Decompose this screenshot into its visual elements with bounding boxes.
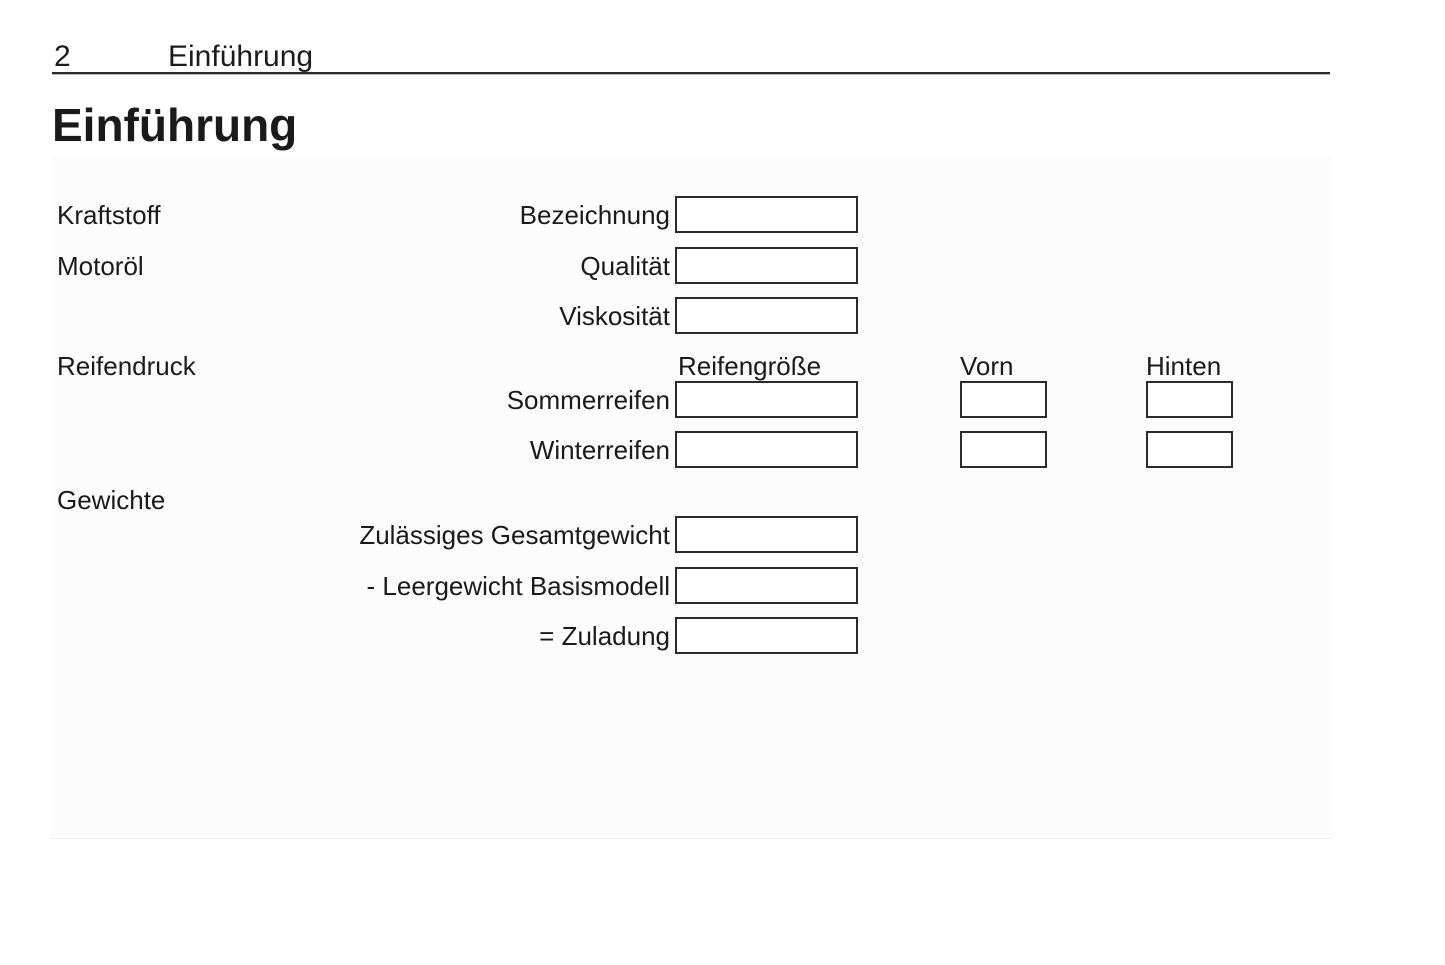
column-header-reifengroesse: Reifengröße [678, 351, 822, 381]
field-label-leergewicht-basismodell: - Leergewicht Basismodell [366, 571, 670, 601]
leergewicht-basismodell-input[interactable] [675, 567, 858, 604]
viskositaet-input[interactable] [675, 297, 858, 334]
field-label-bezeichnung: Bezeichnung [519, 200, 670, 230]
field-label-zuladung: = Zuladung [539, 621, 670, 651]
page-title: Einführung [52, 99, 298, 151]
column-header-hinten: Hinten [1146, 351, 1222, 381]
sommerreifen-hinten-input[interactable] [1146, 381, 1233, 418]
winterreifen-reifengroesse-input[interactable] [675, 431, 858, 468]
header-rule [52, 72, 1330, 75]
section-label-motoroel: Motoröl [57, 251, 144, 281]
field-label-zulaessiges-gesamtgewicht: Zulässiges Gesamtgewicht [359, 520, 670, 550]
section-label-gewichte: Gewichte [57, 485, 166, 515]
header-chapter-title: Einführung [168, 40, 314, 73]
bezeichnung-input[interactable] [675, 196, 858, 233]
page-number: 2 [54, 40, 71, 73]
field-label-qualitaet: Qualität [580, 251, 670, 281]
field-label-winterreifen: Winterreifen [529, 435, 670, 465]
column-header-vorn: Vorn [960, 351, 1014, 381]
winterreifen-hinten-input[interactable] [1146, 431, 1233, 468]
field-label-viskositaet: Viskosität [559, 301, 670, 331]
zuladung-input[interactable] [675, 617, 858, 654]
winterreifen-vorn-input[interactable] [960, 431, 1047, 468]
section-label-kraftstoff: Kraftstoff [57, 200, 161, 230]
sommerreifen-reifengroesse-input[interactable] [675, 381, 858, 418]
field-label-sommerreifen: Sommerreifen [506, 385, 670, 415]
zulaessiges-gesamtgewicht-input[interactable] [675, 516, 858, 553]
sommerreifen-vorn-input[interactable] [960, 381, 1047, 418]
qualitaet-input[interactable] [675, 247, 858, 284]
section-label-reifendruck: Reifendruck [57, 351, 196, 381]
